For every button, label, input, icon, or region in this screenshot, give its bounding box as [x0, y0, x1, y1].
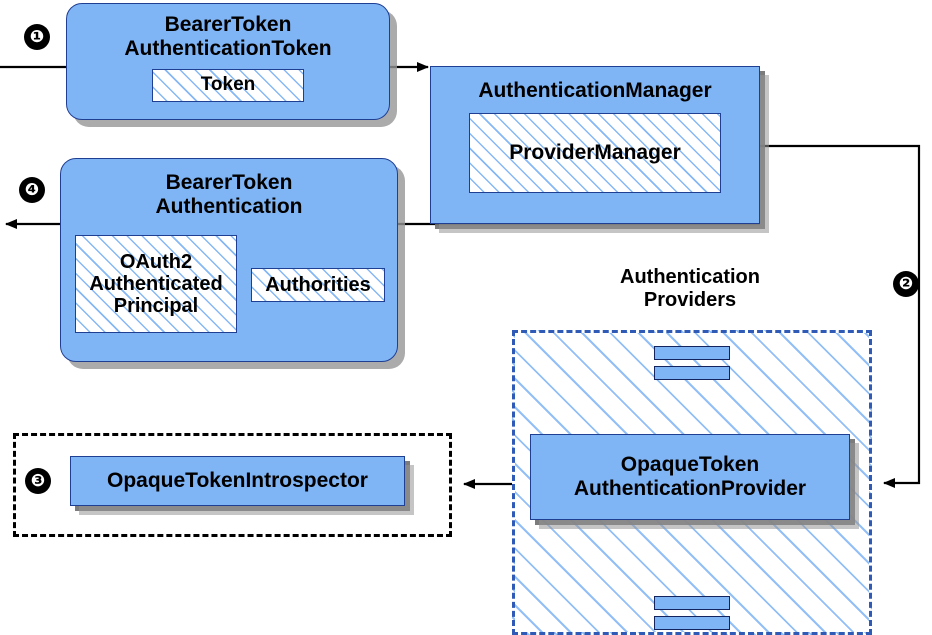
authentication-manager-title: AuthenticationManager — [478, 79, 712, 102]
step-badge-2: ❷ — [893, 271, 919, 297]
step-badge-3: ❸ — [25, 468, 51, 494]
wire-manager-to-provider — [760, 144, 921, 488]
opaque-token-authentication-provider-title: OpaqueToken AuthenticationProvider — [573, 453, 807, 500]
opaque-token-introspector-container — [13, 433, 452, 537]
authorities-inner-box: Authorities — [251, 268, 385, 303]
provider-stack-bar-bottom-2 — [654, 616, 730, 630]
provider-stack-bar-bottom-1 — [654, 596, 730, 610]
opaque-token-introspector-box[interactable]: OpaqueTokenIntrospector — [70, 456, 405, 506]
step-badge-1: ❶ — [24, 24, 50, 50]
bearer-token-authentication-box[interactable]: BearerToken Authentication OAuth2 Authen… — [60, 158, 398, 362]
bearer-token-authentication-token-title: BearerToken AuthenticationToken — [124, 13, 332, 60]
step-badge-4: ❹ — [19, 177, 45, 203]
provider-manager-inner-box: ProviderManager — [469, 112, 721, 193]
provider-stack-bar-top-1 — [654, 346, 730, 360]
opaque-token-introspector-title: OpaqueTokenIntrospector — [107, 469, 368, 493]
oauth2-authenticated-principal-inner-box: OAuth2 Authenticated Principal — [75, 235, 237, 334]
authentication-manager-box[interactable]: AuthenticationManager ProviderManager — [430, 66, 760, 224]
opaque-token-authentication-provider-box[interactable]: OpaqueToken AuthenticationProvider — [530, 434, 850, 520]
bearer-token-authentication-token-box[interactable]: BearerToken AuthenticationToken Token — [66, 3, 390, 120]
provider-stack-bar-top-2 — [654, 366, 730, 380]
bearer-token-authentication-title: BearerToken Authentication — [155, 171, 303, 218]
authentication-providers-label: Authentication Providers — [620, 266, 760, 311]
token-inner-box: Token — [152, 69, 304, 103]
